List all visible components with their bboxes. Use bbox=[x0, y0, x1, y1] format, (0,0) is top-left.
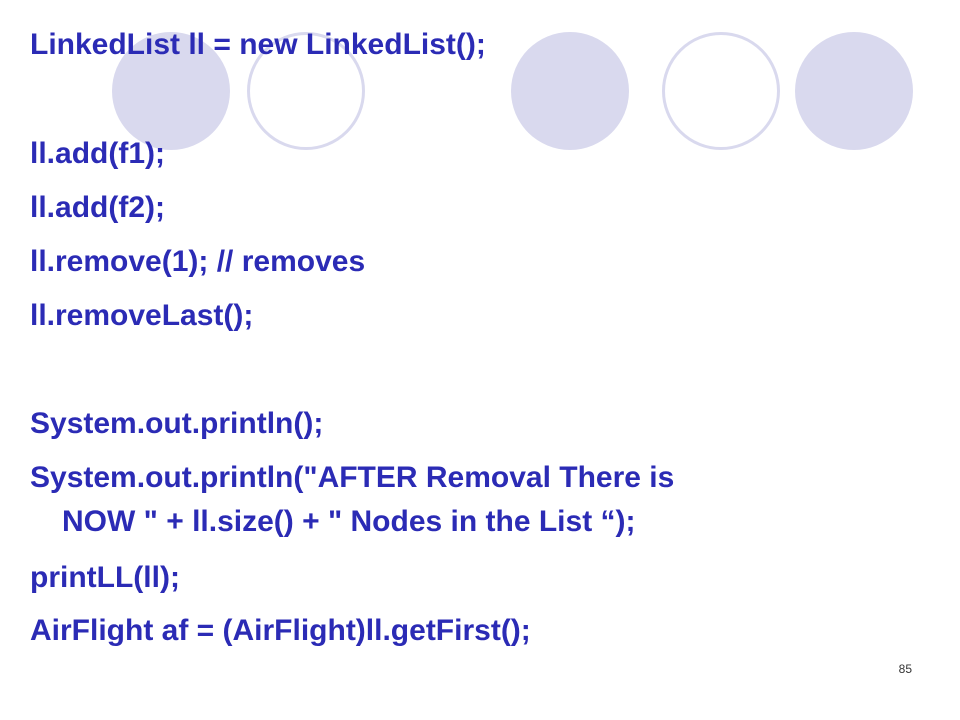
code-line-println-continuation: NOW " + ll.size() + " Nodes in the List … bbox=[62, 505, 636, 538]
code-line-remove-last: ll.removeLast(); bbox=[30, 299, 254, 332]
code-line-add-f2: ll.add(f2); bbox=[30, 191, 165, 224]
code-line-add-f1: ll.add(f1); bbox=[30, 137, 165, 170]
decorative-circle-3 bbox=[511, 32, 629, 150]
decorative-circle-2 bbox=[247, 32, 365, 150]
code-line-println-after-removal: System.out.println("AFTER Removal There … bbox=[30, 461, 675, 494]
code-line-println-empty: System.out.println(); bbox=[30, 407, 324, 440]
decorative-circle-4 bbox=[662, 32, 780, 150]
code-line-printll: printLL(ll); bbox=[30, 561, 180, 594]
decorative-circle-1 bbox=[112, 32, 230, 150]
code-line-linkedlist-decl: LinkedList ll = new LinkedList(); bbox=[30, 28, 486, 61]
code-line-airflight-decl: AirFlight af = (AirFlight)ll.getFirst(); bbox=[30, 614, 531, 647]
code-line-remove: ll.remove(1); // removes bbox=[30, 245, 366, 278]
slide-number: 85 bbox=[898, 662, 912, 676]
decorative-circle-5 bbox=[795, 32, 913, 150]
